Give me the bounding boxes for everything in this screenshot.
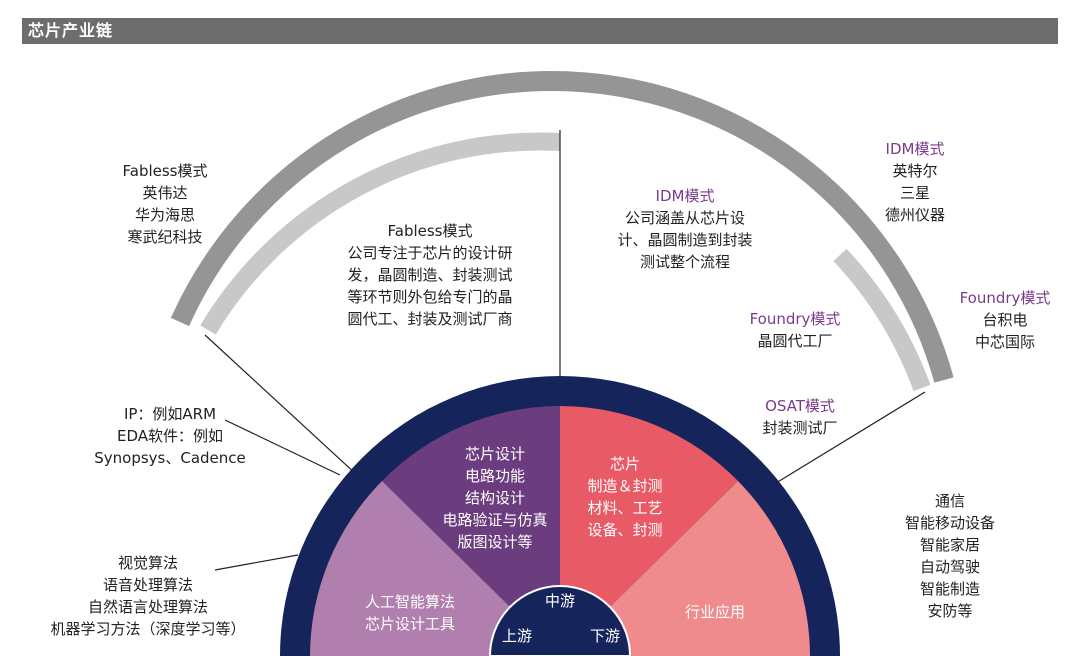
chip-mfg-text: 芯片 制造＆封测 材料、工艺 设备、封测 <box>565 453 685 541</box>
page-title: 芯片产业链 <box>28 21 114 40</box>
fabless-description: Fabless模式 公司专注于芯片的设计研 发，晶圆制造、封装测试 等环节则外包… <box>330 220 530 330</box>
down-label: 下游 <box>589 627 620 645</box>
osat-title: OSAT模式 <box>765 397 835 415</box>
connector-ip <box>224 419 341 476</box>
design-line: 芯片设计 <box>464 445 525 463</box>
idm-outer-title: IDM模式 <box>885 140 945 158</box>
fabless-desc-line: 公司专注于芯片的设计研 <box>347 244 513 262</box>
company-hisilicon: 华为海思 <box>134 206 195 224</box>
fabless-companies: Fabless模式 英伟达 华为海思 寒武纪科技 <box>105 160 225 248</box>
outer-arc-light-right <box>833 248 931 392</box>
applications-block: 通信 智能移动设备 智能家居 自动驾驶 智能制造 安防等 <box>885 490 1015 622</box>
company-tsmc: 台积电 <box>982 311 1028 329</box>
company-cambricon: 寒武纪科技 <box>127 228 203 246</box>
fabless-desc-line: 圆代工、封装及测试厂商 <box>347 310 513 328</box>
fabless-desc-line: 发，晶圆制造、封装测试 <box>347 266 513 284</box>
algorithms-block: 视觉算法 语音处理算法 自然语言处理算法 机器学习方法（深度学习等） <box>18 552 278 640</box>
ai-tools-text: 人工智能算法 芯片设计工具 <box>350 591 470 635</box>
idm-desc-title: IDM模式 <box>655 187 715 205</box>
center-down-label: 下游 <box>580 625 630 647</box>
fabless-outer-title: Fabless模式 <box>122 162 208 180</box>
outer-arc-light-left <box>200 132 561 335</box>
company-ti: 德州仪器 <box>884 206 945 224</box>
eda-vendors: Synopsys、Cadence <box>94 449 246 467</box>
foundry-inner-title: Foundry模式 <box>749 310 841 328</box>
company-nvidia: 英伟达 <box>142 184 188 202</box>
header-bar: 芯片产业链 <box>22 18 1058 44</box>
foundry-inner: Foundry模式 晶圆代工厂 <box>735 308 855 352</box>
osat-block: OSAT模式 封装测试厂 <box>745 395 855 439</box>
mfg-line: 制造＆封测 <box>587 477 663 495</box>
app-line: 安防等 <box>927 602 973 620</box>
sector-industry <box>560 481 810 656</box>
foundry-outer-title: Foundry模式 <box>959 289 1051 307</box>
idm-companies: IDM模式 英特尔 三星 德州仪器 <box>860 138 970 226</box>
company-samsung: 三星 <box>899 184 930 202</box>
foundry-companies: Foundry模式 台积电 中芯国际 <box>945 287 1065 353</box>
idm-desc-line: 计、晶圆制造到封装 <box>617 231 753 249</box>
foundry-inner-line: 晶圆代工厂 <box>757 332 833 350</box>
ip-eda-block: IP：例如ARM EDA软件：例如 Synopsys、Cadence <box>75 403 265 469</box>
app-line: 自动驾驶 <box>919 558 980 576</box>
algo-line: 语音处理算法 <box>102 576 193 594</box>
connector-algo <box>214 554 299 571</box>
algo-line: 机器学习方法（深度学习等） <box>50 620 246 638</box>
app-line: 智能移动设备 <box>904 514 995 532</box>
mid-label: 中游 <box>544 592 575 610</box>
idm-desc-line: 公司涵盖从芯片设 <box>624 209 745 227</box>
idm-description: IDM模式 公司涵盖从芯片设 计、晶圆制造到封装 测试整个流程 <box>600 185 770 273</box>
chip-design-text: 芯片设计 电路功能 结构设计 电路验证与仿真 版图设计等 <box>425 443 565 553</box>
app-line: 智能制造 <box>919 580 980 598</box>
fabless-desc-title: Fabless模式 <box>387 222 473 240</box>
design-line: 电路验证与仿真 <box>442 511 548 529</box>
design-line: 结构设计 <box>464 489 525 507</box>
outer-arc-dark <box>170 71 954 383</box>
mfg-line: 材料、工艺 <box>587 499 663 517</box>
sector-manufacturing <box>560 406 738 656</box>
app-line: 智能家居 <box>919 536 980 554</box>
ai-line: 芯片设计工具 <box>364 615 455 633</box>
industry-app-text: 行业应用 <box>665 601 765 623</box>
mfg-line: 芯片 <box>609 455 640 473</box>
center-up-label: 上游 <box>492 625 542 647</box>
eda-line: EDA软件：例如 <box>116 427 224 445</box>
center-hub <box>488 585 632 656</box>
sector-design <box>382 406 560 656</box>
algo-line: 视觉算法 <box>117 554 178 572</box>
mfg-line: 设备、封测 <box>587 521 663 539</box>
algo-line: 自然语言处理算法 <box>87 598 208 616</box>
sector-ai-tools <box>310 481 560 656</box>
industry-label: 行业应用 <box>684 603 745 621</box>
idm-desc-line: 测试整个流程 <box>639 253 730 271</box>
fabless-desc-line: 等环节则外包给专门的晶 <box>347 288 513 306</box>
company-intel: 英特尔 <box>892 162 938 180</box>
company-smic: 中芯国际 <box>974 333 1035 351</box>
osat-line: 封装测试厂 <box>762 419 838 437</box>
center-mid-label: 中游 <box>530 590 590 612</box>
up-label: 上游 <box>501 627 532 645</box>
design-line: 版图设计等 <box>457 533 533 551</box>
ip-line: IP：例如ARM <box>123 405 217 423</box>
ai-line: 人工智能算法 <box>364 593 455 611</box>
design-line: 电路功能 <box>464 467 525 485</box>
app-line: 通信 <box>934 492 965 510</box>
